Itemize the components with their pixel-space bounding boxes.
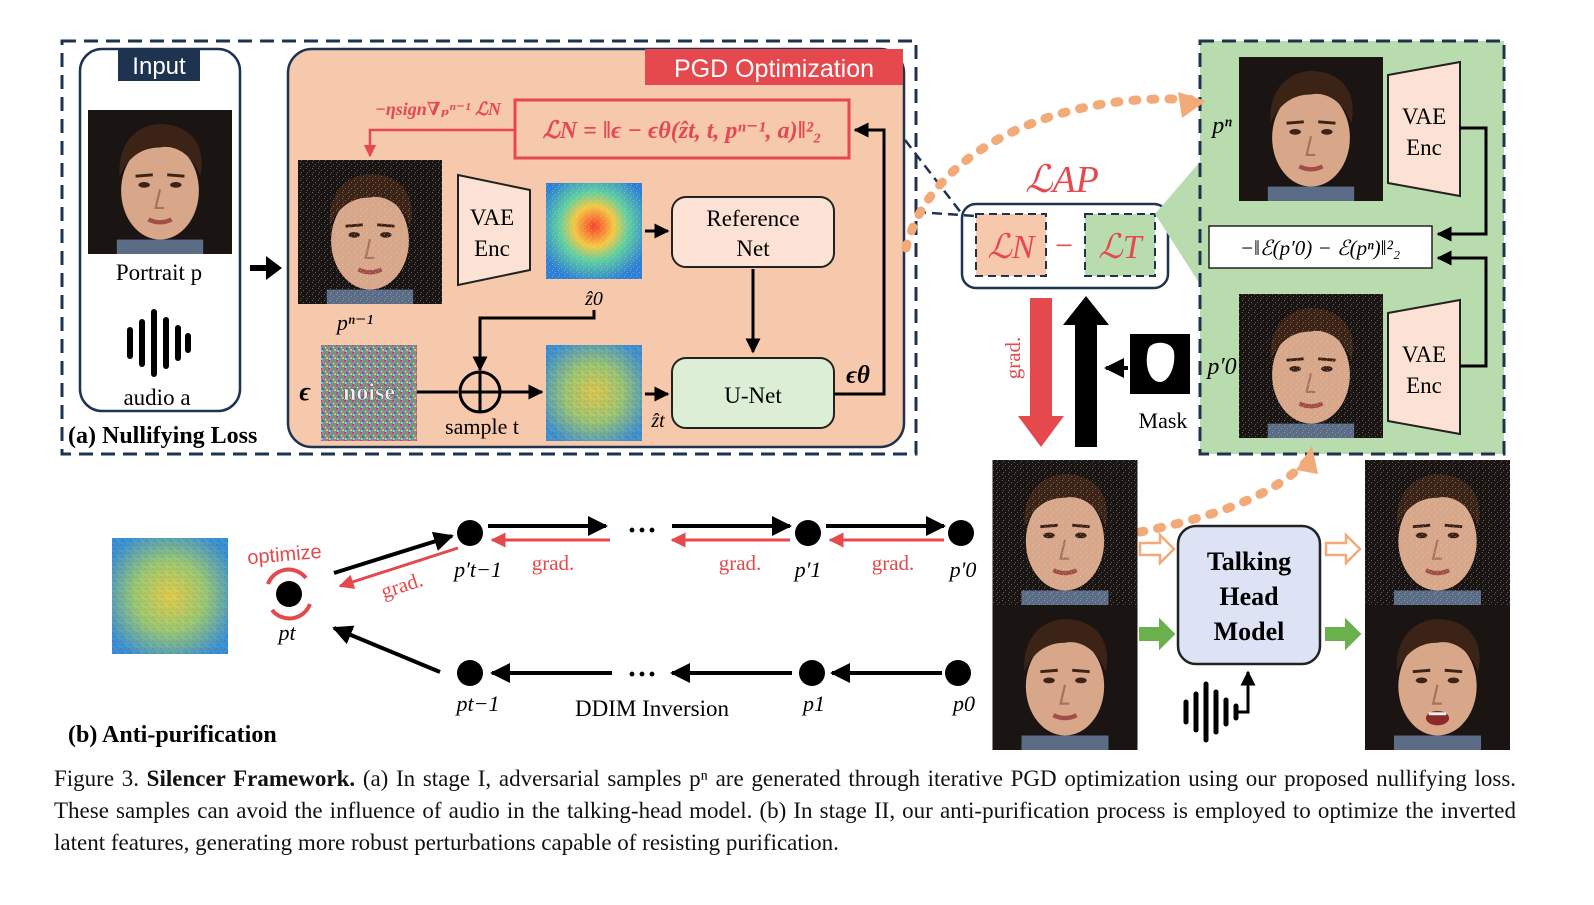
bottom-ellipsis: ···	[627, 658, 657, 691]
thm-line1: Talking	[1207, 547, 1291, 576]
pn-1-perturbation	[298, 160, 442, 304]
figure-caption-title: Silencer Framework.	[146, 766, 356, 791]
reference-net-line2: Net	[736, 236, 770, 261]
loss-ap-title: ℒAP	[1025, 159, 1099, 201]
input-label: Input	[132, 53, 186, 80]
figure-caption-label: Figure 3.	[54, 766, 139, 791]
grad-update-label: −ηsign∇ₚⁿ⁻¹ ℒN	[375, 99, 502, 119]
output-talking-face	[1365, 605, 1510, 750]
input-tag	[118, 49, 200, 81]
node-p-1	[799, 660, 825, 686]
pgd-label: PGD Optimization	[674, 55, 874, 83]
ln-term-box	[975, 213, 1047, 277]
nullifying-loss-frame	[60, 39, 918, 456]
reference-net-line1: Reference	[706, 206, 799, 231]
lt-term-box	[1084, 213, 1156, 277]
green-output-arrow	[1325, 617, 1362, 651]
pn-label: pⁿ	[1210, 113, 1232, 139]
node-p-prime-t-1	[457, 520, 483, 546]
grad-vertical-label: grad.	[1001, 337, 1025, 380]
pn-image	[1239, 57, 1383, 201]
clean-face-image	[993, 605, 1138, 750]
audio-label: audio a	[123, 385, 190, 410]
thm-line2: Head	[1219, 582, 1279, 611]
noise-label: noise	[343, 380, 395, 406]
grad-label-3: grad.	[719, 551, 762, 575]
noise-image	[321, 345, 417, 441]
vae-enc-pn	[1387, 60, 1461, 198]
optimize-cycle-icon	[266, 567, 308, 585]
unet-label: U-Net	[724, 383, 782, 408]
node-p-prime-1	[795, 520, 821, 546]
mask-label: Mask	[1139, 408, 1188, 433]
node-p-t-1	[457, 660, 483, 686]
orange-arc-bottom	[1135, 455, 1313, 537]
optimize-label: optimize	[246, 541, 322, 569]
grad-label-4: grad.	[872, 551, 915, 575]
encoder-distance-box	[1208, 225, 1433, 269]
green-input-arrow	[1139, 617, 1176, 651]
section-b-caption: (b) Anti-purification	[68, 722, 277, 748]
talking-head-model-box	[1176, 524, 1322, 666]
vae-enc-p0prime-line1: VAE	[1402, 342, 1446, 367]
lt-term: ℒT	[1098, 229, 1143, 266]
grad-update-arrow	[363, 128, 515, 158]
eps-label: ϵ	[299, 377, 311, 406]
vae-enc-a-line2: Enc	[474, 236, 510, 261]
nullifying-loss-formula: ℒN = ‖ϵ − ϵθ(ẑt, t, pⁿ⁻¹, a)‖²₂	[543, 118, 822, 144]
audio-waveform-icon	[127, 309, 191, 377]
figure-caption-text: (a) In stage I, adversarial samples pⁿ a…	[54, 766, 1517, 855]
orange-output-arrow	[1324, 531, 1362, 567]
grad-down-arrow	[1030, 298, 1052, 416]
up-arrow	[1075, 325, 1097, 447]
orange-input-arrow	[1138, 531, 1176, 567]
eps-theta-feedback-arrow	[834, 122, 886, 396]
section-a-caption: (a) Nullifying Loss	[68, 423, 257, 449]
label-p-prime-1: p′1	[793, 557, 822, 582]
vae-enc-p0prime	[1387, 298, 1461, 436]
node-p-prime-0	[948, 520, 974, 546]
portrait-image	[88, 110, 232, 254]
label-p-prime-0: p′0	[948, 557, 977, 582]
ln-term: ℒN	[987, 229, 1036, 266]
grad-label-2: grad.	[532, 551, 575, 575]
label-p-prime-t-1: p′t−1	[452, 557, 502, 582]
portrait-label: Portrait p	[116, 260, 202, 285]
p0prime-label: p′0	[1205, 354, 1236, 380]
reference-net-box	[671, 196, 835, 268]
pn-1-label: pⁿ⁻¹	[335, 310, 373, 335]
vae-enc-pn-line1: VAE	[1402, 104, 1446, 129]
label-p-1: p1	[801, 691, 825, 716]
label-p-0: p0	[951, 691, 975, 716]
pt-label: pt	[276, 620, 296, 645]
node-p-0	[945, 660, 971, 686]
label-p-t-1: pt−1	[455, 691, 500, 716]
sample-t-label: sample t	[445, 414, 519, 439]
audio-waveform-icon-b	[1183, 681, 1239, 743]
zt-label: ẑt	[650, 410, 665, 432]
vae-enc-a-line1: VAE	[470, 205, 514, 230]
vae-enc-a	[457, 173, 531, 287]
loss-minus: −	[1055, 227, 1073, 263]
top-ellipsis: ···	[627, 514, 657, 547]
ddim-inversion-label: DDIM Inversion	[575, 696, 729, 721]
input-to-pgd-arrow	[250, 256, 282, 280]
figure-caption: Figure 3. Silencer Framework. (a) In sta…	[54, 763, 1516, 859]
orange-arc-top	[901, 94, 1201, 253]
encoder-distance-formula: −‖ℰ(p′0) − ℰ(pⁿ)‖²₂	[1240, 236, 1400, 260]
eps-theta-label: ϵθ	[846, 362, 870, 389]
vae-enc-pn-line2: Enc	[1406, 135, 1442, 160]
vae-enc-p0prime-line2: Enc	[1406, 373, 1442, 398]
z0-label: ẑ0	[584, 288, 603, 310]
pt-node	[276, 581, 302, 607]
thm-line3: Model	[1214, 617, 1285, 646]
pgd-tag	[645, 49, 903, 85]
